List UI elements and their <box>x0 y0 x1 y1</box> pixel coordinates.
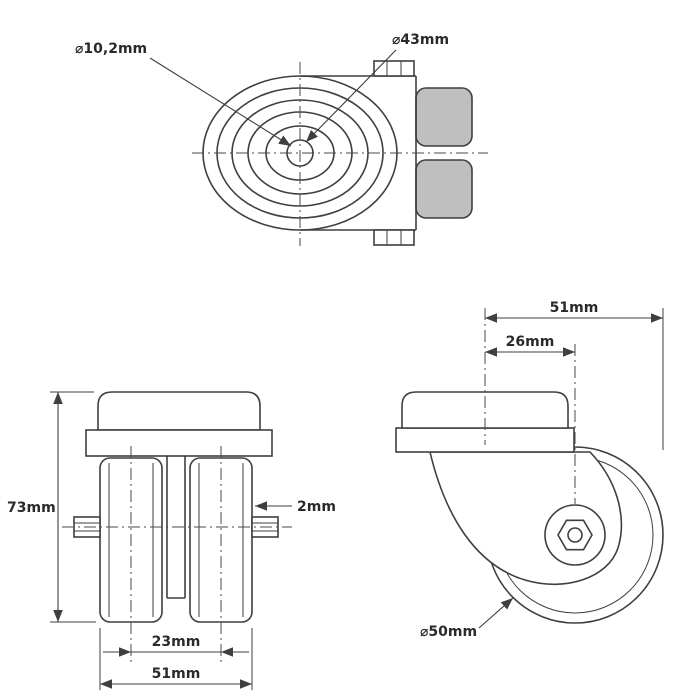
dim-label-tread-thickness: 2mm <box>297 499 336 515</box>
dim-tread-thickness: 2mm <box>255 499 336 515</box>
side-view-centerlines <box>484 308 664 504</box>
dim-total-height: 73mm <box>7 391 96 623</box>
top-view-centerlines <box>192 62 488 246</box>
hex-nut <box>557 519 593 551</box>
leader-hole-diameter <box>149 57 292 147</box>
top-view-wheel-upper <box>415 87 473 147</box>
dim-label-hole-diameter: ⌀10,2mm <box>75 41 147 57</box>
front-view-centerlines <box>62 446 292 662</box>
top-view-bolt-lower <box>373 229 415 246</box>
dim-wheel-spacing: 23mm <box>103 634 249 657</box>
dim-label-wheel-spacing: 23mm <box>152 634 201 650</box>
dim-overall-width: 51mm <box>99 628 253 690</box>
top-view-wheel-lower <box>415 159 473 219</box>
side-view: 51mm 26mm ⌀50mm <box>395 300 664 640</box>
dim-label-overall-width: 51mm <box>152 666 201 682</box>
dim-swivel-radius: 51mm <box>485 300 663 323</box>
side-view-top-cap <box>401 391 569 429</box>
dim-label-total-height: 73mm <box>7 500 56 516</box>
leader-race-diameter <box>305 49 397 143</box>
front-view-top-cap <box>97 391 261 431</box>
dim-label-swivel-offset: 26mm <box>506 334 555 350</box>
dim-label-swivel-radius: 51mm <box>550 300 599 316</box>
dim-swivel-offset: 26mm <box>485 334 575 357</box>
top-view: ⌀10,2mm ⌀43mm <box>75 32 488 246</box>
top-view-wheels <box>415 87 473 219</box>
dim-label-race-diameter: ⌀43mm <box>392 32 449 48</box>
top-view-bolt-upper <box>373 60 415 77</box>
side-view-hub <box>544 504 606 566</box>
dim-label-wheel-diameter: ⌀50mm <box>420 624 477 640</box>
front-view-swivel-housing <box>85 429 273 457</box>
front-view: 73mm 2mm 23mm 51mm <box>7 391 336 690</box>
dim-wheel-diameter: ⌀50mm <box>420 597 514 640</box>
